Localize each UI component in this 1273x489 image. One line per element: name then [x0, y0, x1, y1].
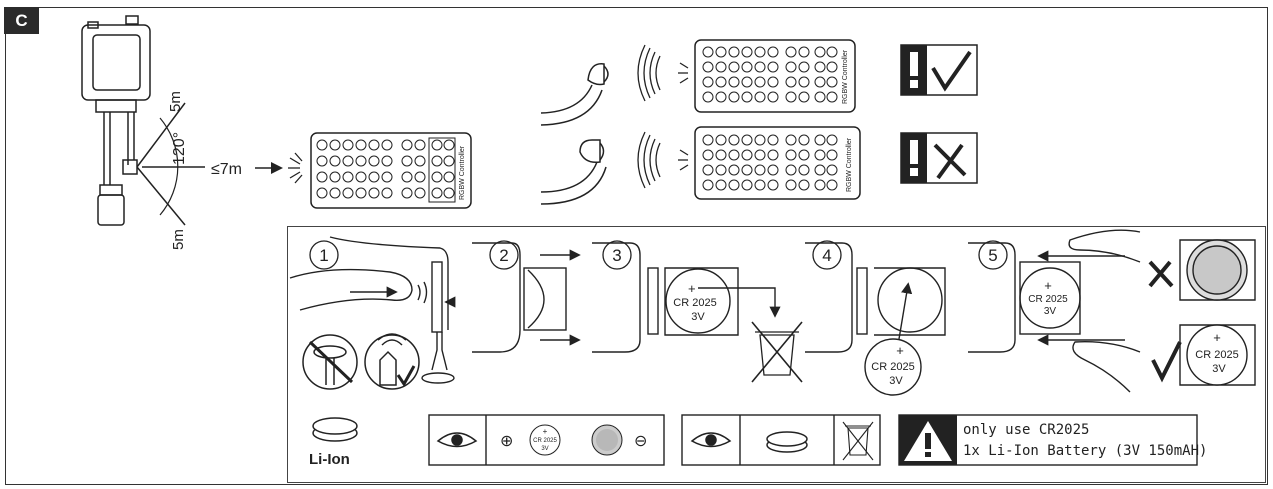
eye-icon — [436, 432, 478, 448]
battery-plus-mark: + — [1044, 278, 1052, 293]
battery-steps-frame — [287, 226, 1266, 483]
exclamation-check-icon — [900, 44, 978, 96]
warning-line-2: 1x Li-Ion Battery (3V 150mAH) — [963, 443, 1208, 459]
battery-model-label: CR 2025 — [871, 361, 914, 373]
step-number-4: 4 — [822, 246, 831, 265]
insert-battery-icon — [805, 242, 946, 396]
remote-brand-text: RGBW Controller — [842, 49, 849, 104]
exclamation-cross-icon — [900, 132, 978, 184]
coin-cell-icon — [766, 431, 808, 453]
battery-voltage-label: 3V — [1044, 306, 1057, 317]
range-top-label: 5m — [167, 91, 184, 112]
signal-waves-icon — [637, 131, 689, 189]
battery-model-label: CR 2025 — [1028, 294, 1068, 305]
signal-waves-icon — [637, 44, 689, 102]
push-tray-in-icon — [968, 229, 1141, 393]
li-ion-label: Li-Ion — [309, 451, 350, 468]
inspect-battery-legend — [681, 414, 881, 466]
range-bottom-label: 5m — [170, 229, 187, 250]
step-number-1: 1 — [319, 246, 328, 265]
battery-right-side-icon — [1151, 324, 1256, 386]
battery-plus-mark: + — [896, 343, 904, 358]
remove-battery-icon — [592, 242, 781, 353]
battery-plus-mark: + — [543, 427, 548, 436]
battery-tray-pull-icon — [472, 242, 581, 353]
minus-polarity-icon: ⊖ — [634, 433, 647, 450]
battery-model-label: CR 2025 — [1195, 349, 1238, 361]
battery-voltage-label: 3V — [691, 311, 705, 323]
polarity-legend — [428, 414, 665, 466]
plus-polarity-icon: ⊕ — [500, 433, 513, 450]
warning-triangle-icon — [904, 421, 952, 461]
battery-voltage-label: 3V — [541, 446, 548, 452]
coverage-angle-label: 120° — [171, 132, 188, 165]
warning-box — [898, 414, 1198, 466]
weee-bin-icon — [842, 421, 874, 461]
section-badge: C — [4, 7, 39, 34]
warning-line-1: only use CR2025 — [963, 422, 1090, 438]
remote-brand-text: RGBW Controller — [846, 137, 853, 192]
eye-icon — [690, 432, 732, 448]
remote-control-wrong: RGBW Controller — [694, 126, 861, 200]
battery-model-label: CR 2025 — [533, 438, 557, 444]
ir-sensor-correct — [540, 63, 609, 126]
remote-control: RGBW Controller — [310, 132, 472, 209]
step-number-5: 5 — [988, 246, 997, 265]
battery-voltage-label: 3V — [889, 375, 903, 387]
finger-press-icon — [289, 236, 456, 384]
coin-cell-icon — [312, 417, 358, 442]
outer-frame — [5, 7, 1268, 485]
battery-model-label: CR 2025 — [673, 297, 716, 309]
remote-brand-text: RGBW Controller — [459, 145, 466, 200]
battery-voltage-label: 3V — [1212, 363, 1226, 375]
battery-plus-mark: + — [1213, 330, 1221, 345]
plastic-tool-ok-icon — [364, 333, 420, 390]
no-metal-tool-icon — [302, 334, 358, 390]
ir-sensor-wrong — [540, 139, 607, 205]
warning-text: only use CR2025 1x Li-Ion Battery (3V 15… — [963, 420, 1207, 462]
remote-control-correct: RGBW Controller — [694, 39, 856, 113]
battery-wrong-side-icon — [1148, 239, 1256, 301]
step-number-2: 2 — [499, 246, 508, 265]
ir-receiver-module — [81, 15, 205, 226]
max-distance-label: ≤7m — [211, 161, 242, 178]
battery-plus-mark: + — [688, 281, 696, 296]
step-number-3: 3 — [612, 246, 621, 265]
weee-bin-icon — [751, 321, 803, 383]
ir-signal-icon — [288, 152, 303, 184]
